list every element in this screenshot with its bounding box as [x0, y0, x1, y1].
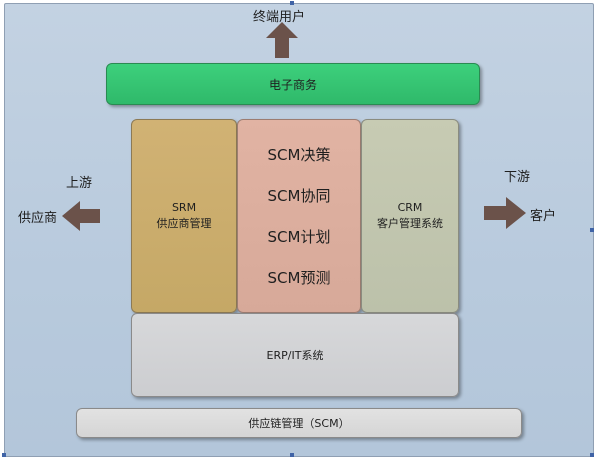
crm-box: CRM 客户管理系统 [361, 119, 459, 313]
crm-title: CRM [397, 201, 423, 214]
selection-handle-top[interactable] [290, 1, 294, 5]
erp-box: ERP/IT系统 [131, 313, 459, 397]
scm-planning-label: SCM计划 [267, 228, 331, 246]
supplier-label: 供应商 [18, 211, 58, 226]
srm-box: SRM 供应商管理 [131, 119, 237, 313]
selection-handle-bottom[interactable] [290, 453, 294, 457]
scm-collaboration-label: SCM协同 [267, 187, 331, 205]
srm-title: SRM [171, 201, 197, 214]
crm-subtitle: 客户管理系统 [377, 217, 443, 230]
ecommerce-label: 电子商务 [268, 77, 317, 92]
end-user-label: 终端用户 [253, 10, 306, 25]
upstream-label: 上游 [66, 176, 93, 191]
scm-decision-label: SCM决策 [267, 146, 331, 164]
arrow-up-icon [266, 22, 298, 58]
selection-handle-right[interactable] [590, 228, 594, 232]
supply-chain-management-label: 供应链管理（SCM） [248, 417, 350, 430]
srm-subtitle: 供应商管理 [156, 217, 212, 230]
supply-chain-management-bar: 供应链管理（SCM） [76, 408, 522, 438]
scm-box: SCM决策 SCM协同 SCM计划 SCM预测 [237, 119, 361, 313]
downstream-label: 下游 [504, 170, 531, 185]
customer-label: 客户 [530, 209, 557, 224]
arrow-right-icon [484, 197, 526, 229]
ecommerce-box: 电子商务 [106, 63, 480, 105]
selection-handle-bottom-right[interactable] [590, 453, 594, 457]
arrow-left-icon [62, 201, 100, 231]
scm-forecast-label: SCM预测 [267, 269, 331, 287]
erp-label: ERP/IT系统 [266, 349, 324, 362]
selection-handle-bottom-left[interactable] [2, 453, 6, 457]
